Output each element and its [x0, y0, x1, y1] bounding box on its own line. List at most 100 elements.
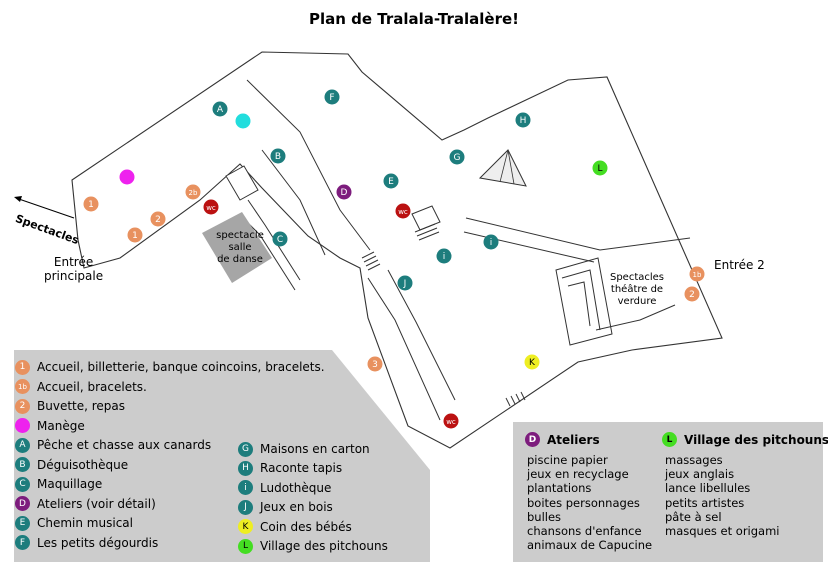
map-marker-circle — [336, 184, 352, 200]
legend-row: B Déguisothèque — [15, 456, 128, 474]
map-marker-circle — [395, 203, 411, 219]
map-marker-circle — [383, 173, 399, 189]
map-marker: B — [270, 148, 286, 164]
map-marker-circle — [270, 148, 286, 164]
legend-row: G Maisons en carton — [238, 440, 370, 458]
map-marker: wc — [443, 413, 459, 429]
building — [225, 165, 259, 201]
map-marker-label: 2 — [155, 215, 161, 225]
map-marker-circle — [185, 184, 201, 200]
map-marker-circle — [524, 354, 540, 370]
legend-marker: G — [238, 441, 253, 457]
map-marker-circle — [515, 112, 531, 128]
path-lines — [387, 269, 456, 401]
map-marker-label: G — [454, 153, 461, 163]
list-item: petits artistes — [665, 495, 745, 510]
legend-marker: A — [15, 437, 30, 453]
legend-marker: 1b — [15, 379, 30, 394]
map-marker-label: E — [388, 177, 394, 187]
map-marker: 1b — [689, 266, 705, 282]
map-marker — [119, 169, 135, 185]
legend-label: Déguisothèque — [37, 457, 129, 472]
map-marker: wc — [395, 203, 411, 219]
map-marker-label: i — [490, 238, 493, 248]
map-marker: 3 — [367, 356, 383, 372]
map-marker: i — [436, 248, 452, 264]
legend-label: Raconte tapis — [260, 461, 343, 476]
path-lines — [367, 277, 441, 421]
map-marker-label: 1 — [132, 231, 138, 241]
list-item: animaux de Capucine — [527, 538, 653, 553]
map-marker: L — [592, 160, 608, 176]
legend-label: Ateliers (voir détail) — [37, 496, 156, 511]
map-marker-circle — [684, 286, 700, 302]
legend-label: Village des pitchouns — [260, 539, 388, 553]
theatre-line: théâtre de — [610, 284, 664, 295]
map-marker-label: 3 — [372, 360, 378, 370]
list-item: jeux anglais — [665, 467, 735, 482]
legend-label: Maisons en carton — [260, 442, 370, 456]
map-marker-label: H — [520, 116, 527, 126]
theatre-line: verdure — [617, 296, 657, 307]
list-item: masques et origami — [665, 524, 780, 539]
legend-marker: 2 — [15, 398, 30, 414]
path-lines — [261, 149, 326, 256]
legend-marker: F — [15, 535, 30, 550]
map-marker-circle — [203, 199, 219, 215]
dance-hall-line: spectacle — [216, 230, 264, 241]
map-marker-circle — [483, 234, 499, 250]
map-marker-circle — [689, 266, 705, 282]
map-marker-circle — [592, 160, 608, 176]
map-marker-circle — [324, 89, 340, 105]
legend-label: Accueil, billetterie, banque coincoins, … — [37, 360, 325, 374]
legend-row: D Ateliers (voir détail) — [15, 495, 156, 513]
legend-row: F Les petits dégourdis — [15, 534, 158, 552]
map-marker: i — [483, 234, 499, 250]
legend-marker: 1 — [15, 359, 30, 375]
map-marker: 2b — [185, 184, 201, 200]
map-marker — [235, 113, 251, 129]
entree-2-label: Entrée 2 — [714, 258, 765, 272]
dance-hall-line: salle — [228, 242, 252, 253]
map-marker-label: F — [329, 93, 334, 103]
legend-marker: H — [238, 460, 253, 476]
ateliers-title: D Ateliers — [525, 432, 600, 447]
map-marker: F — [324, 89, 340, 105]
map-marker-circle — [443, 413, 459, 429]
legend-marker: D — [15, 496, 30, 511]
village-title: L Village des pitchouns — [662, 432, 828, 447]
map-marker-label: 1b — [693, 271, 702, 279]
map-marker-circle — [150, 211, 166, 227]
legend-row: L Village des pitchouns — [238, 537, 388, 555]
legend-marker: C — [15, 476, 30, 492]
legend-label: Maquillage — [37, 477, 103, 491]
legend-label: Les petits dégourdis — [37, 535, 159, 550]
map-marker: C — [272, 231, 288, 247]
map-marker-label: L — [597, 164, 602, 174]
village-title-text: Village des pitchouns — [684, 432, 828, 447]
legend-row: H Raconte tapis — [238, 459, 342, 477]
path-lines — [246, 79, 371, 251]
legend-row: 1 Accueil, billetterie, banque coincoins,… — [15, 358, 325, 376]
map-marker-label: wc — [206, 204, 216, 212]
legend-marker: L — [238, 538, 253, 554]
map-marker-label: C — [277, 235, 283, 245]
legend-marker: B — [15, 457, 30, 472]
list-item: chansons d'enfance — [527, 524, 642, 539]
map-marker-label: A — [217, 105, 224, 115]
map-marker: E — [383, 173, 399, 189]
map-marker-circle — [397, 275, 413, 291]
path-lines — [247, 199, 301, 281]
map-marker-label: 2 — [689, 290, 695, 300]
map-marker: D — [336, 184, 352, 200]
site-outline — [71, 51, 723, 449]
theatre-rows — [555, 257, 613, 346]
pyramid — [478, 149, 527, 187]
legend-label: Accueil, bracelets. — [37, 379, 147, 394]
entree-principale-line: Entrée — [53, 255, 94, 269]
map-marker: J — [397, 275, 413, 291]
map-marker: 2 — [684, 286, 700, 302]
